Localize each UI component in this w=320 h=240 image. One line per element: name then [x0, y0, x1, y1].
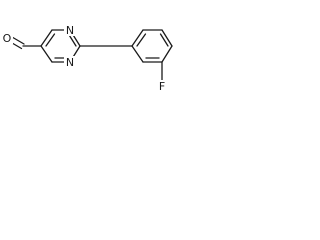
aldehyde-group [8, 36, 42, 50]
bond-ar-3 [161, 29, 173, 47]
fluorophenyl-ring [131, 29, 173, 83]
bond-ar-3-inner [159, 33, 169, 47]
bond-ar-1 [131, 29, 144, 47]
atom-n-top: N [66, 24, 74, 37]
label-bg-fluorine [156, 80, 168, 93]
bond-ar-1-inner [136, 33, 147, 47]
bond-c5-c4-inner [45, 33, 56, 47]
bond-c5-c4 [40, 29, 53, 47]
label-bg-n-top [64, 24, 76, 36]
bond-ar-6 [131, 45, 144, 63]
bond-ar-4 [161, 45, 173, 63]
atom-n-bottom: N [66, 56, 74, 69]
atom-fluorine: F [159, 80, 165, 93]
label-bg-n-bottom [64, 56, 76, 68]
label-bg-oxygen [1, 32, 13, 44]
bond-c6-c5 [40, 45, 53, 63]
bond-c-o-double-1 [11, 36, 25, 45]
atom-oxygen: O [3, 32, 12, 45]
atom-labels: N N O F [1, 24, 168, 93]
structure-diagram: N N O F [1, 24, 173, 93]
